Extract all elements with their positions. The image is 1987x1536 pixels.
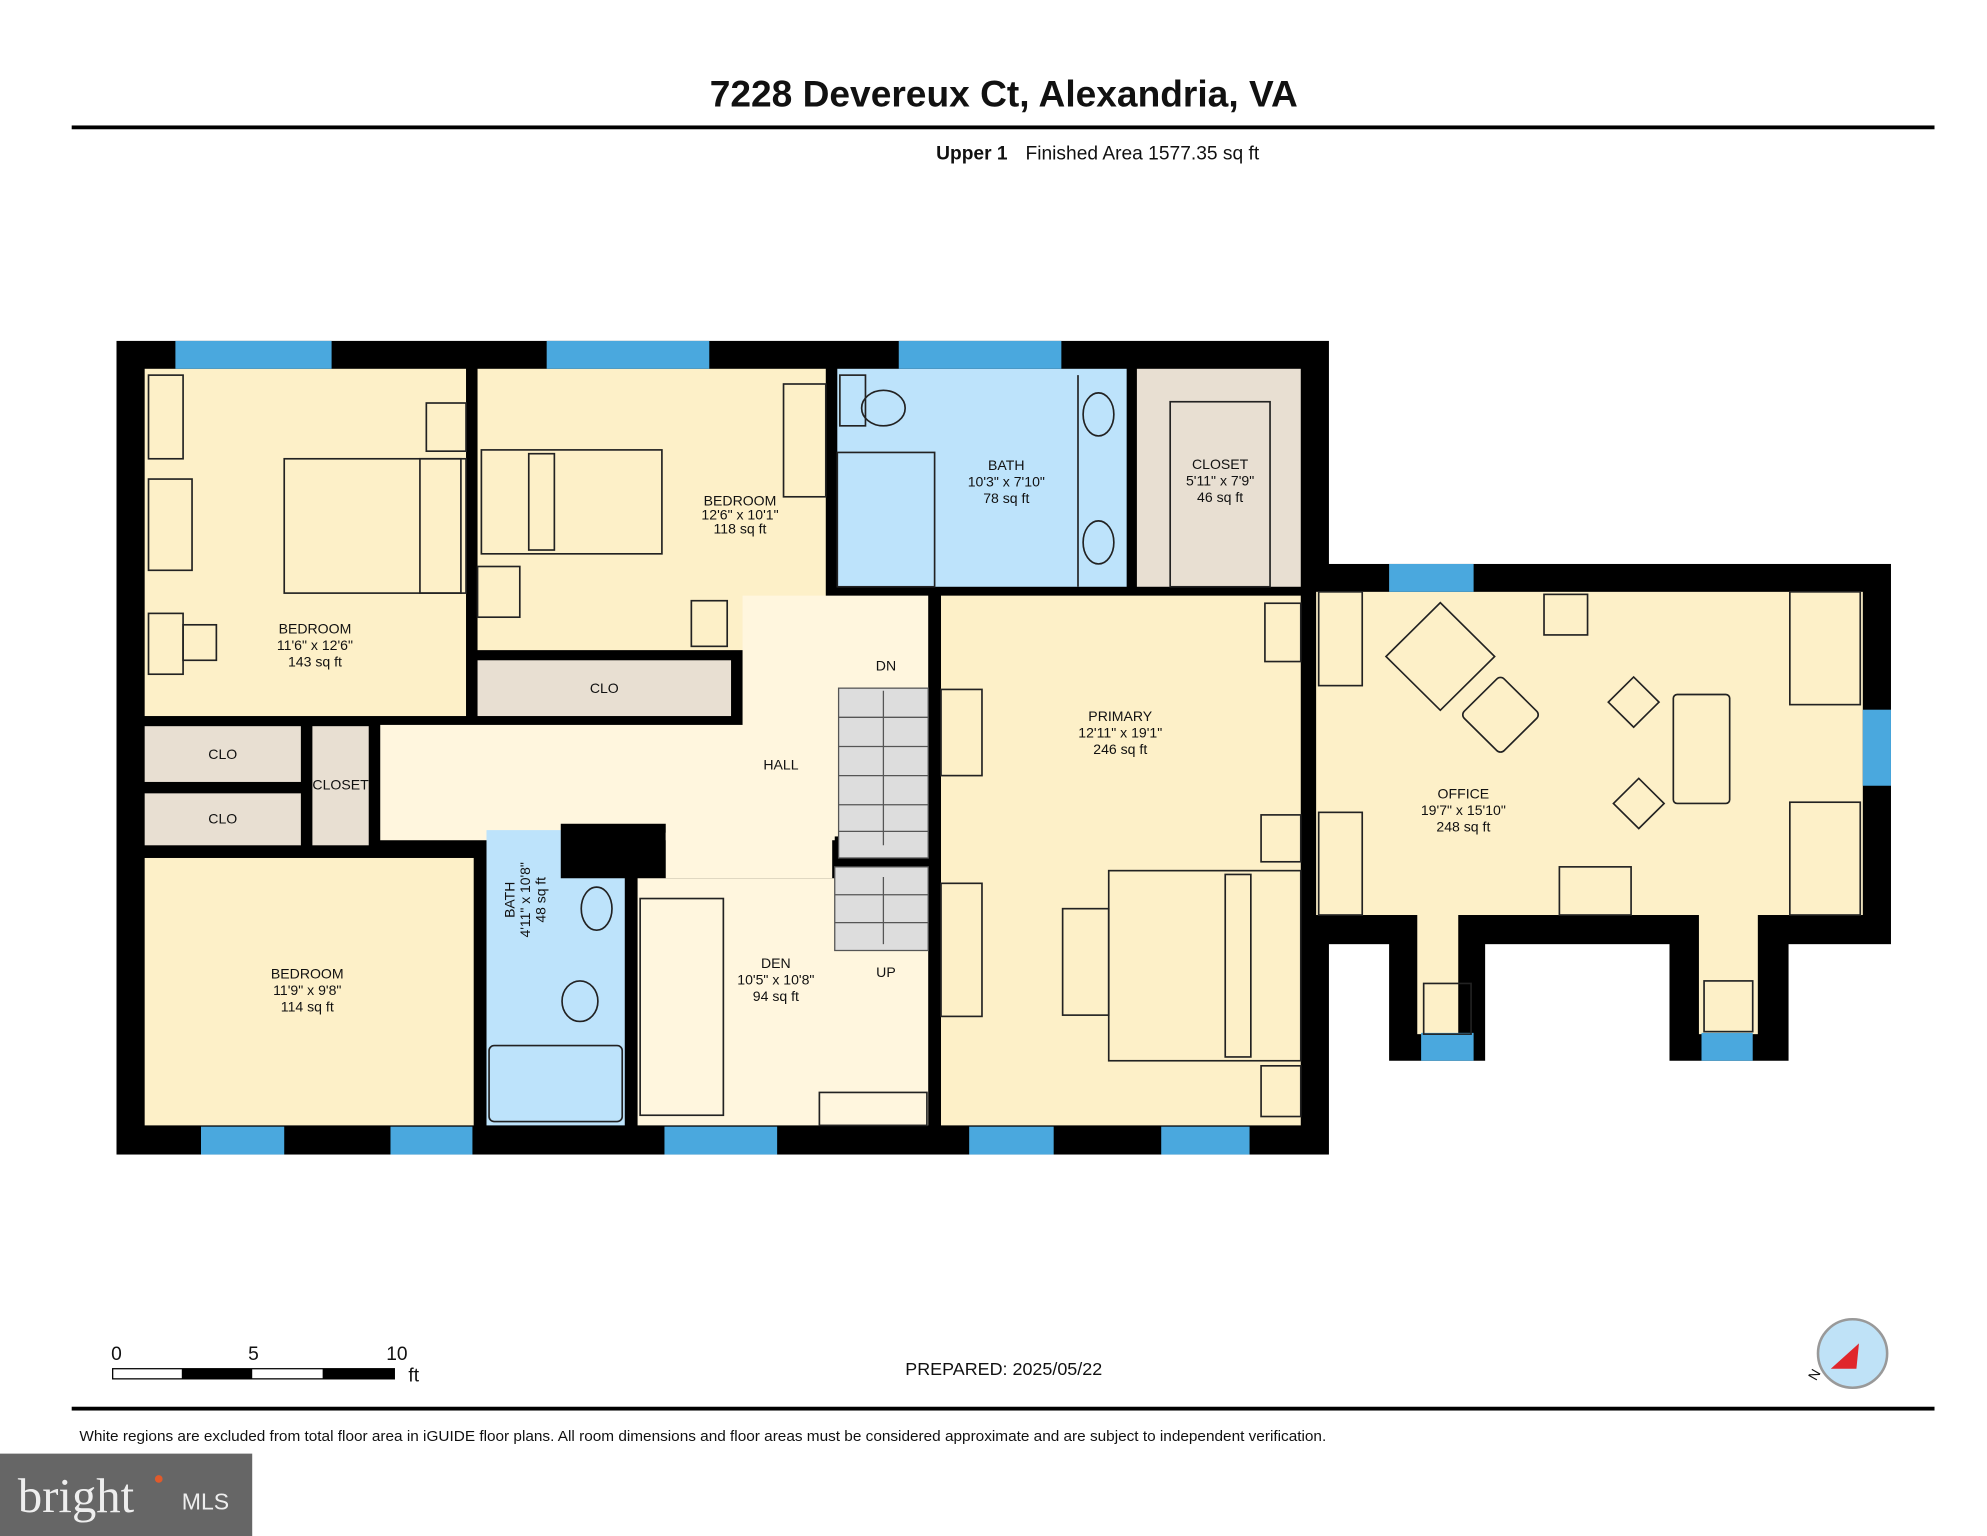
windows <box>175 340 1891 1155</box>
stairs-up-label: UP <box>876 964 896 980</box>
primary-area: 246 sq ft <box>1093 741 1147 757</box>
scale-unit: ft <box>408 1365 419 1386</box>
clo-top-label: CLO <box>590 680 619 696</box>
bedroom1-area: 143 sq ft <box>288 654 342 670</box>
furniture <box>147 374 1862 1127</box>
svg-text:bright: bright <box>18 1470 135 1523</box>
bedroom2-name: BEDROOM <box>704 493 777 509</box>
scale-label-10: 10 <box>386 1344 407 1365</box>
office-area: 248 sq ft <box>1436 818 1490 834</box>
den-name: DEN <box>761 955 791 971</box>
bedroom3-area: 114 sq ft <box>281 998 334 1014</box>
disclaimer-text: White regions are excluded from total fl… <box>79 1428 1326 1445</box>
stairs-down-label: DN <box>876 657 896 673</box>
closet-small-label: CLOSET <box>312 777 369 793</box>
page-title: 7228 Devereux Ct, Alexandria, VA <box>710 74 1298 115</box>
bedroom3-dims: 11'9" x 9'8" <box>273 982 341 998</box>
room-bedroom1 <box>144 368 467 717</box>
bath2-name: BATH <box>502 882 518 918</box>
bed-icon <box>283 457 467 594</box>
rooms <box>144 368 1863 1126</box>
room-hall-corridor <box>380 724 835 841</box>
scale-bar: 0 5 10 ft <box>111 1344 420 1386</box>
bathtub-icon <box>488 1044 624 1123</box>
room-clo-a <box>144 726 301 782</box>
office-name: OFFICE <box>1438 785 1490 801</box>
finished-area: Finished Area 1577.35 sq ft <box>1026 144 1260 165</box>
clo-b-label: CLO <box>208 811 237 827</box>
primary-dims: 12'11" x 19'1" <box>1078 725 1162 741</box>
level-label: Upper 1 <box>936 144 1008 165</box>
bath1-name: BATH <box>988 457 1024 473</box>
scale-label-5: 5 <box>248 1344 259 1365</box>
bedroom1-name: BEDROOM <box>279 621 352 637</box>
bright-mls-logo: bright MLS <box>0 1453 253 1536</box>
bath1-dims: 10'3" x 7'10" <box>968 474 1045 490</box>
footer-divider <box>71 1406 1935 1411</box>
primary-name: PRIMARY <box>1088 708 1153 724</box>
clo-a-label: CLO <box>208 746 237 762</box>
room-labels: BEDROOM 11'6" x 12'6" 143 sq ft BEDROOM … <box>208 456 1506 1014</box>
closet1-name: CLOSET <box>1192 456 1249 472</box>
bedroom3-name: BEDROOM <box>271 965 344 981</box>
closet1-area: 46 sq ft <box>1197 489 1243 505</box>
room-primary <box>941 595 1301 1126</box>
room-closet1 <box>1136 368 1301 587</box>
staircase <box>834 687 929 952</box>
header-divider <box>71 125 1935 130</box>
bedroom2-dims: 12'6" x 10'1" <box>701 507 778 523</box>
den-area: 94 sq ft <box>753 988 799 1004</box>
room-clo-b <box>144 793 301 846</box>
bedroom1-dims: 11'6" x 12'6" <box>277 637 353 653</box>
bedroom2-area: 118 sq ft <box>714 521 767 537</box>
room-bath2 <box>486 830 625 1126</box>
bath1-area: 78 sq ft <box>983 490 1029 506</box>
room-closet-small <box>312 726 369 846</box>
compass-icon: N <box>1805 1318 1889 1389</box>
room-office <box>1316 591 1863 916</box>
room-clo-top <box>477 660 732 717</box>
sofa-icon <box>639 897 725 1117</box>
bath2-area: 48 sq ft <box>532 877 548 923</box>
bed-icon <box>480 449 663 555</box>
closet1-dims: 5'11" x 7'9" <box>1186 472 1254 488</box>
prepared-date: PREPARED: 2025/05/22 <box>905 1359 1102 1379</box>
office-dims: 19'7" x 15'10" <box>1421 802 1506 818</box>
bath2-dims: 4'11" x 10'8" <box>517 862 533 937</box>
hall-label: HALL <box>763 756 798 772</box>
svg-text:MLS: MLS <box>182 1488 229 1514</box>
scale-label-0: 0 <box>111 1344 122 1365</box>
room-bedroom3 <box>144 857 474 1126</box>
den-dims: 10'5" x 10'8" <box>737 972 814 988</box>
